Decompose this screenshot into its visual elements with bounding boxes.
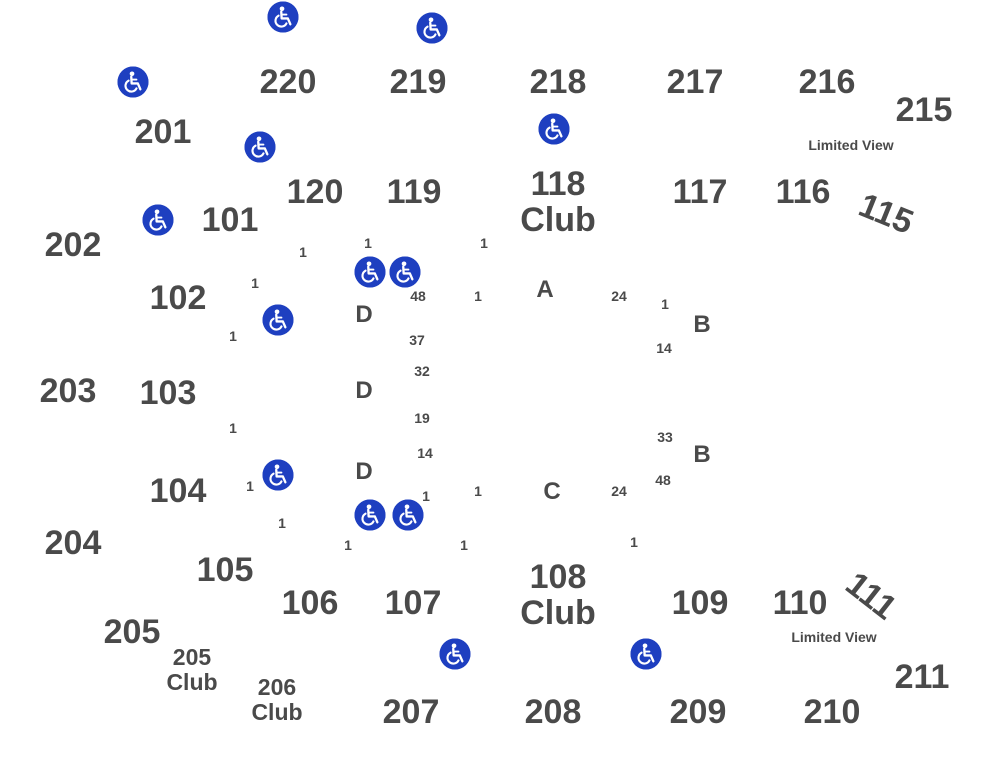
section-216[interactable]: 216 — [798, 63, 856, 101]
row-label: 24 — [611, 483, 627, 499]
section-104[interactable]: 104 — [149, 472, 207, 510]
floor-area-b-upper[interactable]: B — [693, 311, 711, 338]
section-118-number: 118 — [530, 165, 586, 203]
section-206-club-number: 206 — [257, 674, 297, 700]
section-210[interactable]: 210 — [803, 693, 861, 731]
section-106[interactable]: 106 — [281, 584, 339, 622]
row-label: 37 — [409, 332, 425, 348]
row-label: 1 — [278, 515, 286, 531]
section-108-suffix: Club — [520, 594, 596, 632]
floor-area-d-lower[interactable]: D — [355, 458, 373, 485]
section-208[interactable]: 208 — [524, 693, 582, 731]
section-205-club[interactable]: 205 Club — [166, 645, 217, 695]
section-116[interactable]: 116 — [775, 173, 831, 211]
floor-area-b-lower[interactable]: B — [693, 441, 711, 468]
section-205[interactable]: 205 — [103, 613, 161, 651]
row-label: 19 — [414, 410, 430, 426]
section-110[interactable]: 110 — [772, 584, 828, 622]
floor-area-d-upper[interactable]: D — [355, 301, 373, 328]
section-101[interactable]: 101 — [201, 201, 259, 239]
row-label: 1 — [344, 537, 352, 553]
wheelchair-icon[interactable] — [142, 204, 174, 236]
row-label: 33 — [657, 429, 673, 445]
section-111[interactable]: 111 — [838, 564, 904, 628]
section-118-club[interactable]: 118 Club — [520, 166, 596, 238]
section-108-number: 108 — [529, 558, 587, 596]
row-label: 1 — [422, 488, 430, 504]
row-label: 1 — [246, 478, 254, 494]
limited-view-note-upper: Limited View — [808, 137, 894, 153]
floor-area-c[interactable]: C — [543, 478, 561, 505]
wheelchair-icon[interactable] — [117, 66, 149, 98]
section-205-club-number: 205 — [172, 644, 212, 670]
row-label: 1 — [229, 420, 237, 436]
wheelchair-icon[interactable] — [392, 499, 424, 531]
wheelchair-icon[interactable] — [538, 113, 570, 145]
section-206-club[interactable]: 206 Club — [251, 675, 302, 725]
section-206-club-suffix: Club — [251, 699, 303, 725]
section-118-suffix: Club — [520, 201, 596, 239]
row-label: 14 — [656, 340, 672, 356]
section-211[interactable]: 211 — [894, 658, 950, 696]
row-label: 24 — [611, 288, 627, 304]
section-201[interactable]: 201 — [134, 113, 192, 151]
wheelchair-icon[interactable] — [389, 256, 421, 288]
row-label: 48 — [410, 288, 426, 304]
wheelchair-icon[interactable] — [630, 638, 662, 670]
row-label: 1 — [364, 235, 372, 251]
limited-view-note-lower: Limited View — [791, 629, 877, 645]
section-217[interactable]: 217 — [666, 63, 724, 101]
wheelchair-icon[interactable] — [416, 12, 448, 44]
row-label: 1 — [661, 296, 669, 312]
wheelchair-icon[interactable] — [244, 131, 276, 163]
section-203[interactable]: 203 — [39, 372, 97, 410]
section-115[interactable]: 115 — [853, 186, 919, 242]
section-108-club[interactable]: 108 Club — [520, 559, 596, 631]
row-label: 1 — [460, 537, 468, 553]
row-label: 1 — [299, 244, 307, 260]
floor-area-d-middle[interactable]: D — [355, 377, 373, 404]
row-label: 1 — [229, 328, 237, 344]
row-label: 1 — [630, 534, 638, 550]
row-label: 1 — [480, 235, 488, 251]
section-205-club-suffix: Club — [166, 669, 218, 695]
section-202[interactable]: 202 — [44, 226, 102, 264]
section-107[interactable]: 107 — [384, 584, 442, 622]
section-105[interactable]: 105 — [196, 551, 254, 589]
wheelchair-icon[interactable] — [267, 1, 299, 33]
row-label: 32 — [414, 363, 430, 379]
row-label: 48 — [655, 472, 671, 488]
wheelchair-icon[interactable] — [262, 304, 294, 336]
row-label: 1 — [474, 288, 482, 304]
section-218[interactable]: 218 — [529, 63, 587, 101]
section-117[interactable]: 117 — [672, 173, 728, 211]
section-103[interactable]: 103 — [139, 374, 197, 412]
section-215[interactable]: 215 — [895, 91, 953, 129]
floor-area-a[interactable]: A — [536, 276, 554, 303]
section-207[interactable]: 207 — [382, 693, 440, 731]
row-label: 14 — [417, 445, 433, 461]
wheelchair-icon[interactable] — [439, 638, 471, 670]
section-220[interactable]: 220 — [259, 63, 317, 101]
wheelchair-icon[interactable] — [354, 499, 386, 531]
row-label: 1 — [474, 483, 482, 499]
section-209[interactable]: 209 — [669, 693, 727, 731]
section-109[interactable]: 109 — [671, 584, 729, 622]
section-119[interactable]: 119 — [386, 173, 442, 211]
wheelchair-icon[interactable] — [354, 256, 386, 288]
row-label: 1 — [251, 275, 259, 291]
section-204[interactable]: 204 — [44, 524, 102, 562]
section-219[interactable]: 219 — [389, 63, 447, 101]
wheelchair-icon[interactable] — [262, 459, 294, 491]
section-102[interactable]: 102 — [149, 279, 207, 317]
section-120[interactable]: 120 — [286, 173, 344, 211]
